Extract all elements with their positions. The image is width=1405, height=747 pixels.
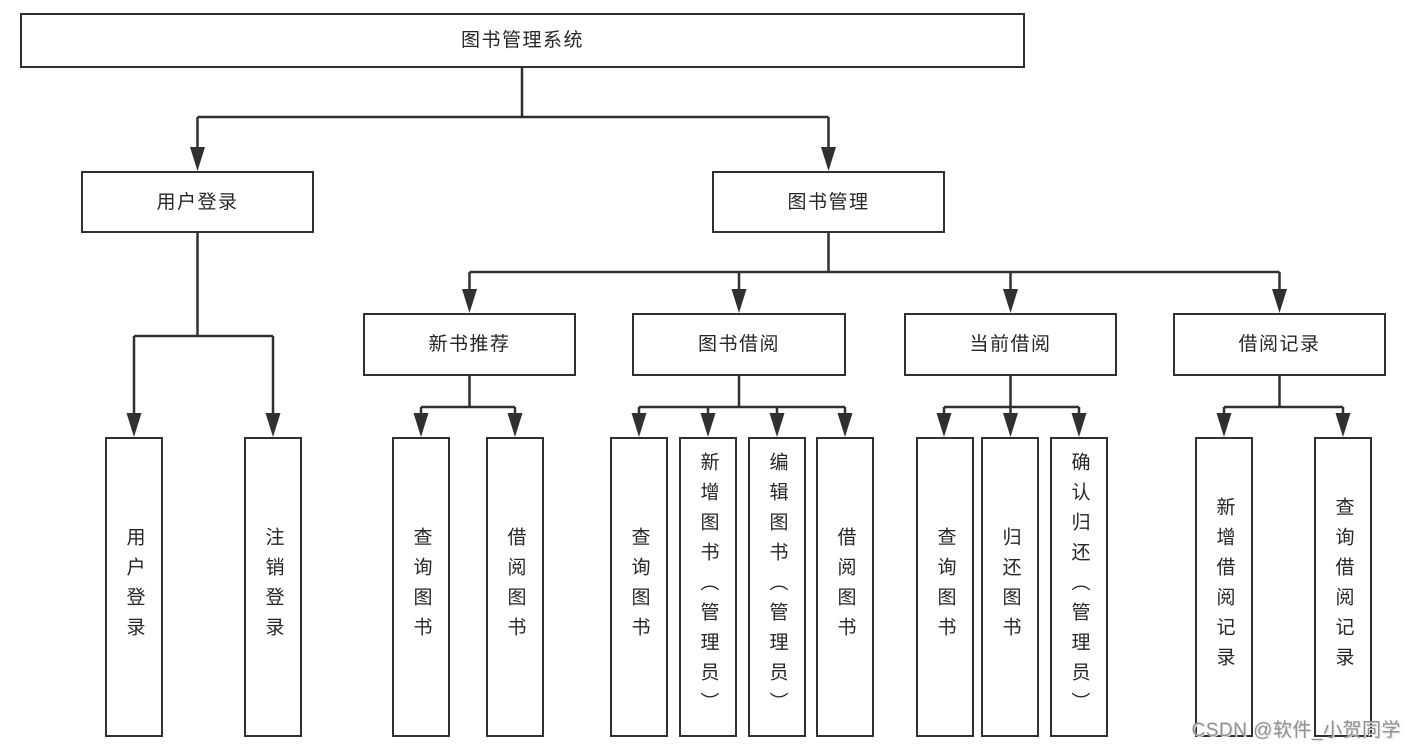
connector-borrow-records (1222, 376, 1345, 417)
leaf-borrow-query-books-label: 查询图书 (628, 527, 650, 647)
leaf-borrow-add-books: 新增图书（管理员） (679, 437, 737, 737)
leaf-current-return-books-label: 归还图书 (999, 527, 1021, 647)
node-borrow-records: 借阅记录 (1173, 313, 1386, 376)
leaf-borrow-query-books: 查询图书 (610, 437, 668, 737)
leaf-current-confirm-return-label: 确认归还（管理员） (1068, 452, 1090, 722)
leaf-user-login-label: 用户登录 (123, 527, 145, 647)
leaf-newbook-query-books: 查询图书 (392, 437, 450, 737)
node-book-borrow-label: 图书借阅 (697, 334, 780, 355)
node-new-book-recommend: 新书推荐 (363, 313, 576, 376)
node-book-borrow: 图书借阅 (632, 313, 846, 376)
leaf-records-add-label: 新增借阅记录 (1213, 497, 1235, 677)
node-current-borrow-label: 当前借阅 (969, 334, 1052, 355)
node-user-login: 用户登录 (81, 171, 314, 233)
leaf-user-login: 用户登录 (105, 437, 163, 737)
node-book-management-label: 图书管理 (787, 191, 870, 213)
leaf-borrow-borrow-books: 借阅图书 (816, 437, 874, 737)
leaf-current-confirm-return: 确认归还（管理员） (1050, 437, 1108, 737)
leaf-current-return-books: 归还图书 (981, 437, 1039, 737)
connector-book-management (468, 233, 1281, 292)
node-root-label: 图书管理系统 (460, 30, 584, 51)
leaf-borrow-add-books-label: 新增图书（管理员） (697, 452, 719, 722)
leaf-current-query-books: 查询图书 (916, 437, 974, 737)
leaf-newbook-borrow-books: 借阅图书 (486, 437, 544, 737)
leaf-borrow-edit-books: 编辑图书（管理员） (748, 437, 806, 737)
node-current-borrow: 当前借阅 (904, 313, 1117, 376)
leaf-records-query: 查询借阅记录 (1314, 437, 1372, 737)
connector-book-borrow (637, 376, 847, 417)
node-root: 图书管理系统 (20, 13, 1025, 68)
leaf-logout-label: 注销登录 (262, 527, 284, 647)
connector-current-borrow (942, 376, 1081, 417)
leaf-newbook-borrow-books-label: 借阅图书 (504, 527, 526, 647)
leaf-borrow-edit-books-label: 编辑图书（管理员） (766, 452, 788, 722)
leaf-records-query-label: 查询借阅记录 (1332, 497, 1354, 677)
node-book-management: 图书管理 (712, 171, 945, 233)
node-borrow-records-label: 借阅记录 (1238, 334, 1321, 355)
connector-root (196, 68, 830, 150)
leaf-records-add: 新增借阅记录 (1195, 437, 1253, 737)
leaf-borrow-borrow-books-label: 借阅图书 (834, 527, 856, 647)
leaf-current-query-books-label: 查询图书 (934, 527, 956, 647)
node-user-login-label: 用户登录 (156, 191, 239, 213)
watermark: CSDN @软件_小贺同学 (1191, 720, 1401, 741)
leaf-logout: 注销登录 (244, 437, 302, 737)
connector-new-book-recommend (419, 376, 517, 417)
connector-user-login (132, 233, 275, 417)
leaf-newbook-query-books-label: 查询图书 (410, 527, 432, 647)
node-new-book-recommend-label: 新书推荐 (428, 334, 511, 355)
